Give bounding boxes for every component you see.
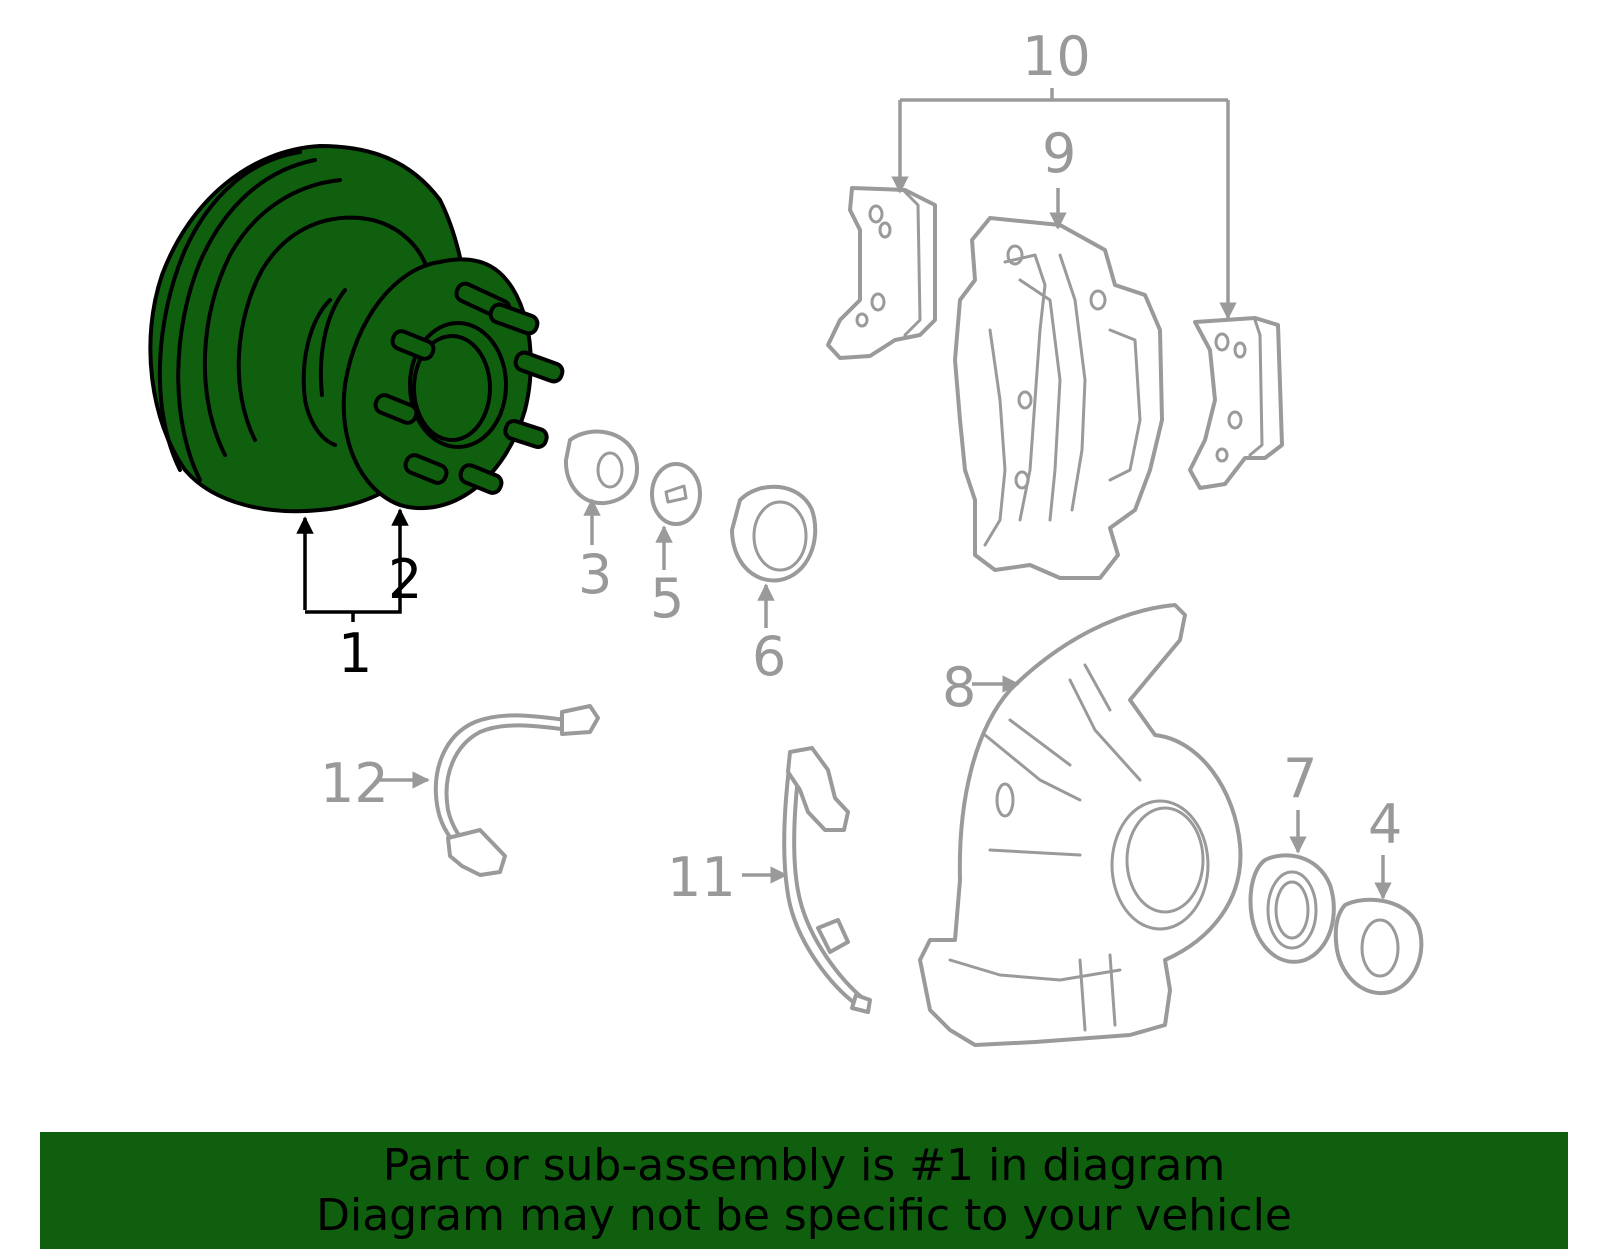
callout-12: 12 [320,752,389,815]
rotor-rim-line [176,158,317,482]
washer-part-5[interactable] [650,462,702,526]
callout-4: 4 [1368,793,1402,856]
wheel-stud [373,393,419,425]
callout-1-leader [296,508,409,622]
bearing-part-4[interactable] [1333,897,1424,996]
wheel-stud [390,329,436,361]
rotor-hub-assembly[interactable] [148,144,565,514]
brake-pad-left[interactable] [826,186,937,360]
callout-8: 8 [942,656,976,719]
abs-sensor-part-12[interactable] [433,704,600,877]
wheel-stud [503,419,549,449]
hub-bearing-race [318,288,347,397]
brake-pad-right[interactable] [1188,316,1284,490]
callout-6: 6 [752,625,786,688]
dust-cap-part-6[interactable] [730,484,818,583]
hub-bearing-race [301,298,337,447]
seal-part-7[interactable] [1248,853,1336,964]
wheel-stud [488,302,540,336]
rotor-rim-line [157,150,302,472]
callout-2: 2 [388,548,422,611]
hub-bore-inner [412,334,492,442]
bearing-part-3[interactable] [563,429,639,506]
callout-7: 7 [1283,747,1317,810]
wheel-stud [513,350,565,384]
callout-11: 11 [667,846,736,909]
brake-caliper-part-9[interactable] [953,216,1164,580]
wheel-studs [373,281,565,495]
banner-line-1: Part or sub-assembly is #1 in diagram [382,1139,1226,1191]
callout-5: 5 [650,567,684,630]
wheel-stud [458,463,504,495]
callout-1: 1 [338,622,372,685]
banner-line-2: Diagram may not be specific to your vehi… [316,1189,1292,1241]
wheel-stud [403,453,449,485]
callout-10: 10 [1022,25,1091,88]
rotor-rim-line [202,178,342,457]
splash-shield-part-8[interactable] [918,603,1243,1047]
brake-hose-part-11[interactable] [782,746,872,1014]
info-banner: Part or sub-assembly is #1 in diagram Di… [40,1132,1568,1249]
callout-3: 3 [578,543,612,606]
callout-9: 9 [1042,122,1076,185]
rotor-inner-ring [236,215,432,442]
callout-10-leader [891,88,1237,320]
